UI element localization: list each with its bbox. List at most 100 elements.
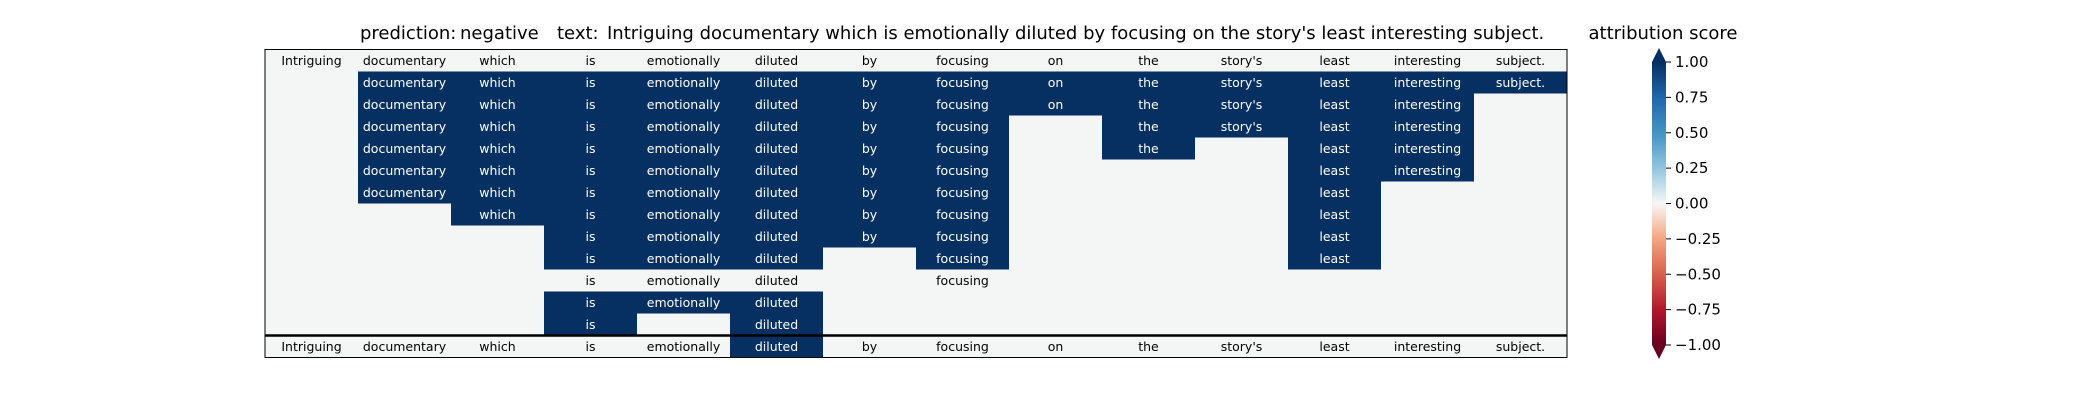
heatmap-cell	[544, 269, 637, 292]
heatmap-cell	[1288, 93, 1381, 116]
heatmap-cell-label: is	[586, 273, 596, 288]
heatmap-cell-label: focusing	[936, 75, 989, 90]
heatmap-cell-label: focusing	[936, 141, 989, 156]
prediction-value: negative	[460, 23, 539, 44]
heatmap-cell	[544, 291, 637, 314]
heatmap-cell	[1102, 71, 1195, 94]
colorbar-max-arrow	[1652, 48, 1666, 62]
summary-cell	[916, 335, 1009, 358]
heatmap-cell	[1474, 137, 1567, 160]
heatmap-cell	[1009, 71, 1102, 94]
heatmap-cell	[1102, 225, 1195, 248]
heatmap-cell	[358, 203, 451, 226]
heatmap-cell	[1102, 115, 1195, 138]
heatmap-cell	[358, 49, 451, 72]
heatmap-cell	[544, 313, 637, 336]
heatmap-cell	[637, 115, 730, 138]
heatmap-cell	[1288, 159, 1381, 182]
heatmap-cell	[916, 137, 1009, 160]
heatmap-cell-label: focusing	[936, 207, 989, 222]
heatmap-cell	[1474, 181, 1567, 204]
heatmap-cell	[1195, 137, 1288, 160]
summary-cell	[451, 335, 544, 358]
heatmap-cell-label: least	[1319, 185, 1349, 200]
heatmap-cell-label: emotionally	[647, 185, 721, 200]
heatmap-cell-label: interesting	[1394, 141, 1461, 156]
heatmap-cell	[916, 181, 1009, 204]
heatmap-cell	[823, 93, 916, 116]
heatmap-cell-label: by	[862, 207, 878, 222]
heatmap-cell	[1102, 203, 1195, 226]
heatmap-cell-label: interesting	[1394, 75, 1461, 90]
heatmap-cell-label: emotionally	[647, 207, 721, 222]
heatmap-cell	[637, 247, 730, 270]
heatmap-cell	[451, 115, 544, 138]
heatmap-cell-label: by	[862, 185, 878, 200]
heatmap-cell-label: which	[479, 185, 515, 200]
heatmap-cell	[1381, 93, 1474, 116]
heatmap-cell	[358, 269, 451, 292]
summary-cell	[1009, 335, 1102, 358]
colorbar-tick-label: 0.00	[1675, 195, 1708, 213]
heatmap-cell	[823, 181, 916, 204]
heatmap-cell-label: on	[1048, 53, 1064, 68]
heatmap-cell-label: diluted	[755, 75, 798, 90]
heatmap-cell	[823, 203, 916, 226]
summary-cell-label: subject.	[1496, 339, 1545, 354]
heatmap-cell-label: diluted	[755, 163, 798, 178]
heatmap-cell-label: subject.	[1496, 53, 1545, 68]
heatmap-cell	[1009, 93, 1102, 116]
heatmap-cell	[1195, 225, 1288, 248]
heatmap-cell	[637, 291, 730, 314]
heatmap-cell	[637, 181, 730, 204]
heatmap-cell-label: least	[1319, 229, 1349, 244]
heatmap-cell	[823, 115, 916, 138]
heatmap-cell-label: least	[1319, 53, 1349, 68]
heatmap-cell	[730, 159, 823, 182]
heatmap-cell	[265, 137, 358, 160]
heatmap-cell	[544, 93, 637, 116]
heatmap-cell	[1195, 49, 1288, 72]
heatmap-cell-label: story's	[1221, 53, 1263, 68]
heatmap-cell-label: is	[586, 53, 596, 68]
summary-cell-label: emotionally	[647, 339, 721, 354]
heatmap-cell	[823, 225, 916, 248]
heatmap-cell	[823, 137, 916, 160]
heatmap-cell	[451, 247, 544, 270]
heatmap-cell-label: least	[1319, 207, 1349, 222]
heatmap-cell	[1009, 269, 1102, 292]
heatmap-cell	[1009, 291, 1102, 314]
heatmap-cell-label: emotionally	[647, 119, 721, 134]
summary-cell-label: on	[1048, 339, 1064, 354]
heatmap-cell-label: is	[586, 295, 596, 310]
heatmap-cell	[1288, 115, 1381, 138]
heatmap-cell	[1009, 181, 1102, 204]
heatmap-cell	[265, 313, 358, 336]
heatmap-cell	[730, 225, 823, 248]
heatmap-cell	[730, 137, 823, 160]
summary-cell-label: is	[586, 339, 596, 354]
heatmap-cell	[358, 247, 451, 270]
heatmap-cell-label: least	[1319, 163, 1349, 178]
prediction-label: prediction:	[360, 23, 456, 44]
heatmap-cell-label: diluted	[755, 295, 798, 310]
heatmap-cell-label: on	[1048, 75, 1064, 90]
colorbar-tick-label: 0.25	[1675, 159, 1708, 177]
heatmap-cell	[451, 49, 544, 72]
heatmap-cell	[916, 269, 1009, 292]
heatmap-cell-label: diluted	[755, 251, 798, 266]
summary-cell	[358, 335, 451, 358]
heatmap-cell-label: which	[479, 163, 515, 178]
summary-cell	[1102, 335, 1195, 358]
heatmap-cell-label: interesting	[1394, 53, 1461, 68]
heatmap-cell-label: documentary	[363, 119, 447, 134]
colorbar: 1.000.750.500.250.00−0.25−0.50−0.75−1.00	[1652, 48, 1721, 359]
heatmap-cell	[637, 269, 730, 292]
colorbar-tick-label: 1.00	[1675, 53, 1708, 71]
heatmap-cell-label: focusing	[936, 229, 989, 244]
heatmap-cell	[544, 247, 637, 270]
colorbar-tick-label: −0.25	[1675, 230, 1721, 248]
heatmap-cell	[358, 291, 451, 314]
heatmap-cell	[265, 181, 358, 204]
